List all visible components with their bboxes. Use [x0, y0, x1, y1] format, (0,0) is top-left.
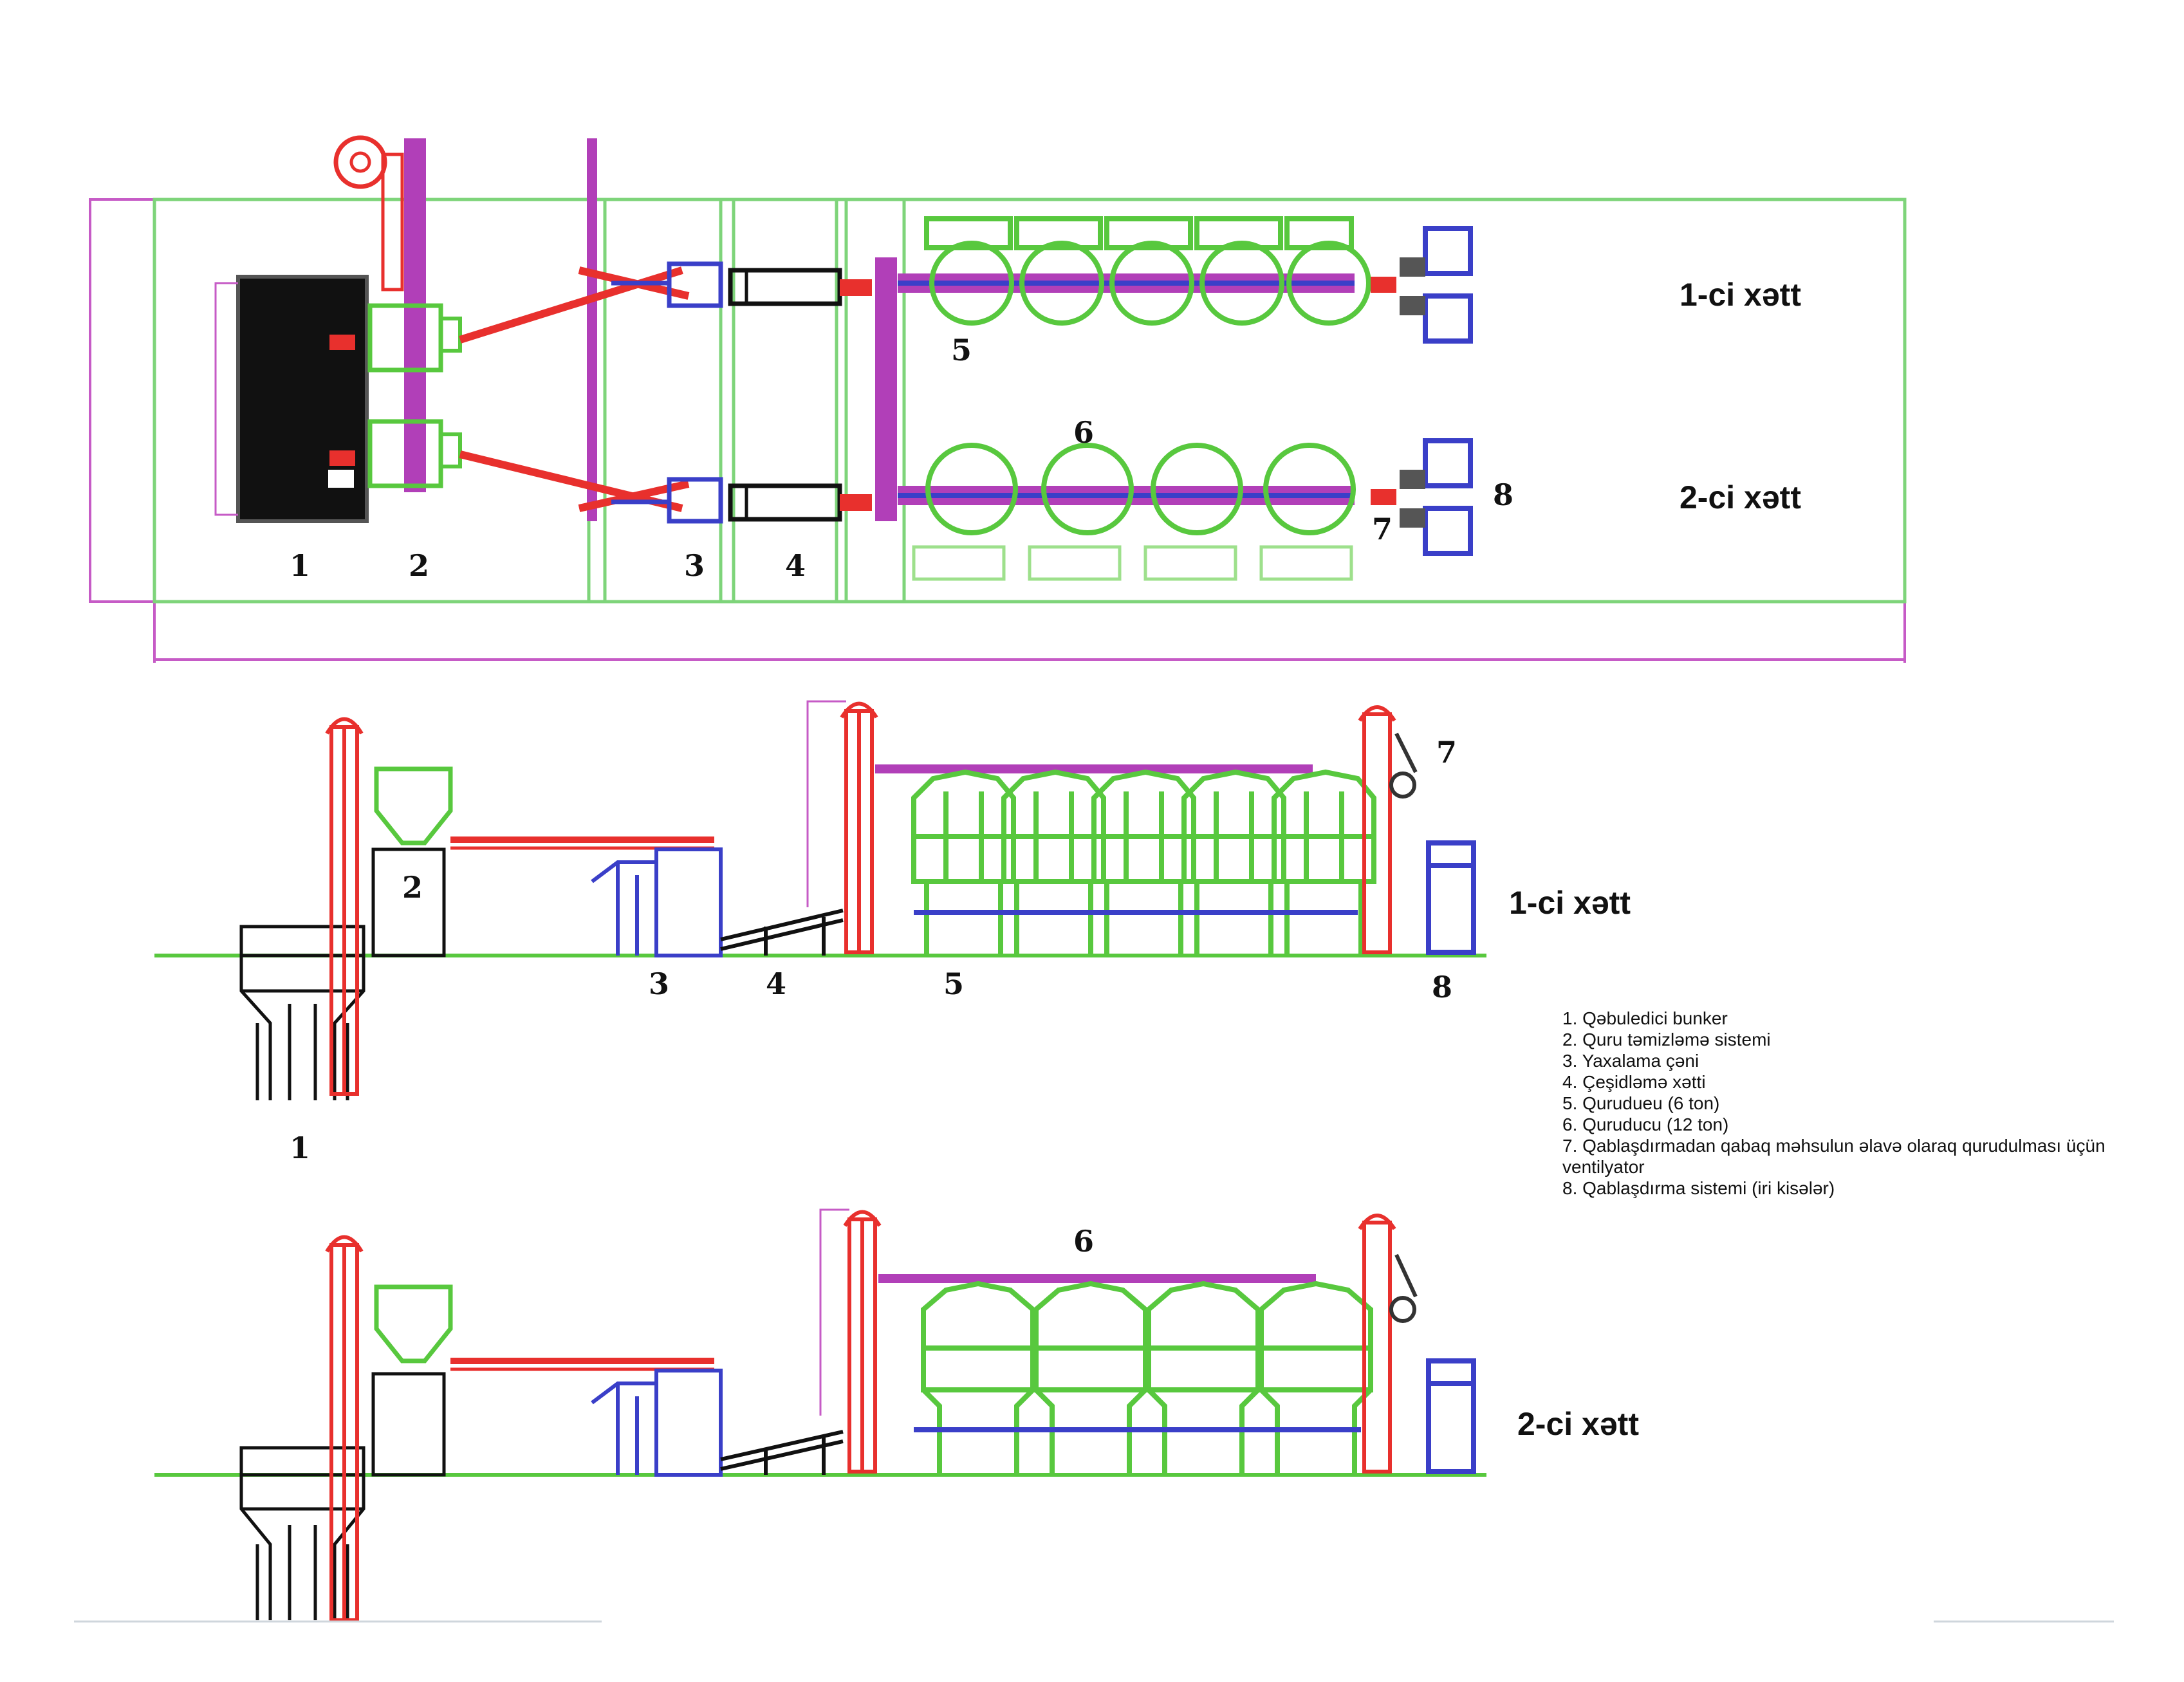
side2-top-conveyor — [878, 1274, 1316, 1283]
side-view-line1: 1 2 3 4 5 7 8 1-ci xətt — [154, 700, 1631, 1165]
legend: 1. Qəbuledici bunker 2. Quru təmizləmə s… — [1562, 1008, 2142, 1199]
plan-washing-tanks — [611, 261, 723, 524]
plan-inclined-conveyors — [459, 266, 690, 512]
plan-line2-label: 2-ci xətt — [1680, 479, 1801, 515]
side2-washing-tank — [591, 1369, 723, 1477]
legend-item-7: 7. Qablaşdırmadan qabaq məhsulun əlavə o… — [1562, 1136, 2105, 1177]
side1-label-3: 3 — [649, 966, 669, 1001]
side2-line-label: 2-ci xətt — [1517, 1406, 1639, 1442]
side1-label-2: 2 — [402, 870, 423, 905]
side2-dim-line — [819, 1208, 849, 1416]
plan-receiving-bunker — [214, 275, 369, 523]
plan-label-8: 8 — [1493, 477, 1513, 512]
plan-label-6: 6 — [1073, 415, 1094, 450]
side-view-line2: 6 2-ci xətt — [154, 1208, 1639, 1622]
plan-line2-dryers — [898, 443, 1356, 581]
plan-dry-cleaning — [333, 135, 462, 492]
side1-sorting-line — [720, 909, 844, 956]
side2-dry-cleaning — [371, 1284, 714, 1477]
plan-label-2: 2 — [409, 548, 429, 583]
side2-label-6: 6 — [1073, 1224, 1094, 1259]
plan-packing-systems — [1371, 226, 1473, 556]
legend-item-8: 8. Qablaşdırma sistemi (iri kisələr) — [1562, 1178, 1835, 1198]
plan-label-4: 4 — [785, 548, 806, 583]
plan-dimension-lines — [89, 198, 1906, 663]
side1-label-8: 8 — [1432, 970, 1452, 1004]
side2-elevator-3 — [1358, 1214, 1396, 1474]
side1-packing-system — [1426, 840, 1476, 955]
plan-view: 1 2 3 4 5 6 7 8 1-ci xətt 2-ci xətt — [89, 135, 1907, 663]
side1-label-5: 5 — [943, 966, 964, 1001]
side1-label-7: 7 — [1436, 735, 1457, 770]
plan-sorting-lines — [728, 268, 872, 522]
plan-line1-dryers — [898, 216, 1371, 326]
side2-fan — [1389, 1253, 1418, 1323]
side1-elevator-1 — [325, 717, 364, 1096]
plan-main-header — [875, 257, 897, 521]
side2-sorting-line — [720, 1430, 844, 1475]
legend-item-4: 4. Çeşidləmə xətti — [1562, 1072, 1706, 1092]
side1-dim-line — [806, 700, 846, 907]
side1-dry-cleaning — [371, 766, 714, 957]
side1-line-label: 1-ci xətt — [1509, 885, 1631, 921]
plan-label-7: 7 — [1372, 512, 1393, 546]
legend-item-3: 3. Yaxalama çəni — [1562, 1051, 1699, 1071]
plan-number-labels: 1 2 3 4 5 6 7 8 — [290, 333, 1513, 583]
side2-packing-system — [1426, 1358, 1476, 1474]
plan-line1-label: 1-ci xətt — [1680, 277, 1801, 313]
side1-elevator-2 — [840, 701, 878, 954]
legend-item-2: 2. Quru təmizləmə sistemi — [1562, 1030, 1771, 1049]
side1-bunker — [239, 925, 366, 1100]
side1-top-conveyor — [875, 764, 1313, 773]
side2-elevator-1 — [325, 1235, 364, 1622]
legend-item-1: 1. Qəbuledici bunker — [1562, 1008, 1728, 1028]
side1-fan — [1389, 732, 1418, 799]
legend-item-5: 5. Qurudueu (6 ton) — [1562, 1093, 1720, 1113]
plan-label-1: 1 — [290, 548, 310, 583]
side1-dryers — [911, 769, 1376, 956]
side2-dryers — [921, 1280, 1373, 1475]
legend-item-6: 6. Quruducu (12 ton) — [1562, 1114, 1729, 1134]
side1-label-1: 1 — [290, 1131, 310, 1165]
side1-label-4: 4 — [766, 966, 786, 1001]
side1-washing-tank — [591, 847, 723, 957]
side2-elevator-2 — [843, 1210, 882, 1474]
plan-column — [587, 138, 597, 521]
plan-label-3: 3 — [684, 548, 705, 583]
plan-label-5: 5 — [951, 333, 972, 367]
side1-elevator-3 — [1358, 705, 1396, 954]
